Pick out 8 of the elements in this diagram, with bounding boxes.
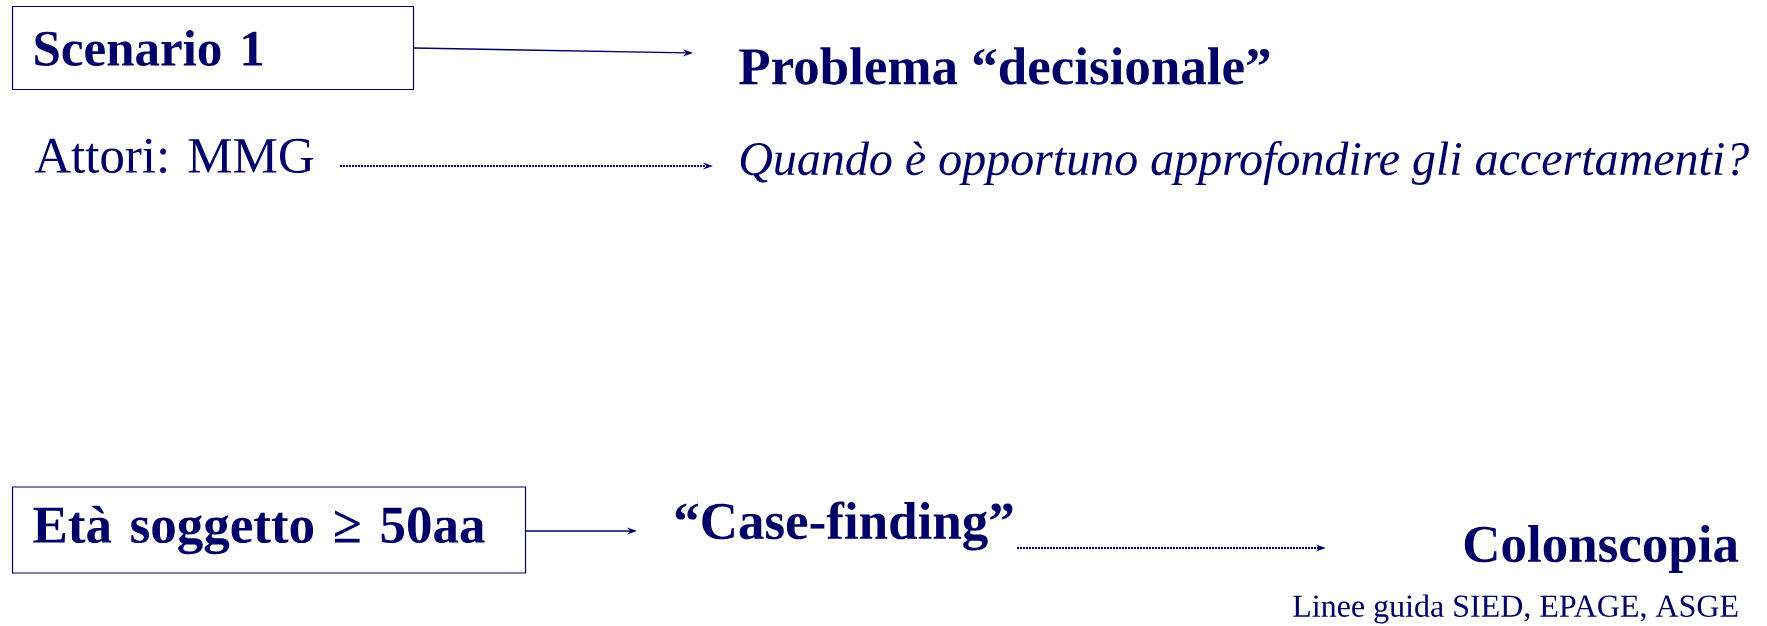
text-box: Scenario 1: [11, 5, 415, 91]
heading-text: Quando è opportuno approfondire gli accertamenti?: [740, 141, 1749, 185]
text-box: Età soggetto ≥ 50aa: [11, 486, 527, 574]
heading-text: Attori: MMG: [34, 138, 314, 174]
note-text: Linee guida SIED, EPAGE, ASGE: [1293, 594, 1738, 624]
heading-text: Problema “decisionale”: [739, 47, 1270, 85]
heading-text: “Case-finding”: [675, 501, 1013, 551]
heading-text: Colonscopia: [1464, 524, 1739, 573]
